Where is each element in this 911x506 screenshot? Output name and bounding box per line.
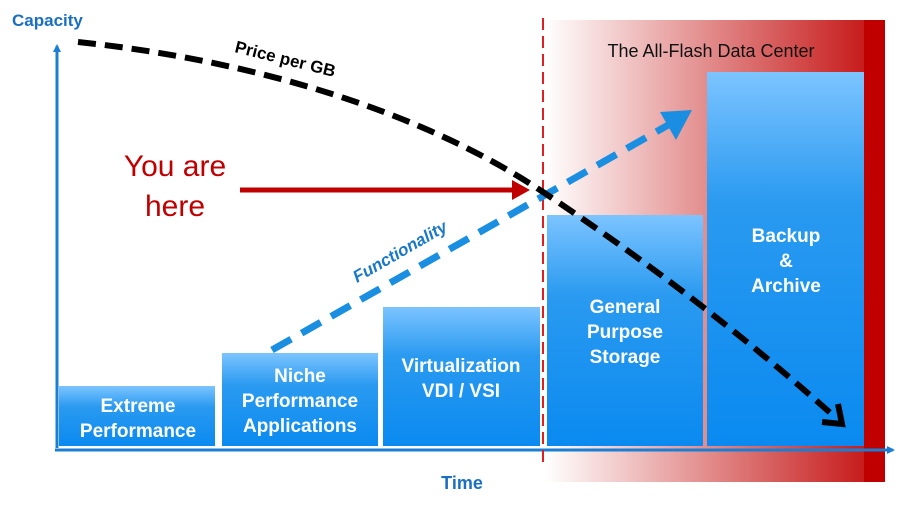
bar-label: Extreme: [101, 396, 176, 417]
bar-label: &: [779, 251, 793, 272]
price-arrowhead: [821, 403, 846, 428]
bar-backup-archive: [707, 72, 864, 446]
x-axis-label: Time: [441, 473, 483, 493]
zone-title: The All-Flash Data Center: [607, 41, 814, 61]
bar-label: Backup: [752, 226, 821, 247]
price-per-gb-label: Price per GB: [233, 37, 338, 80]
y-axis-label: Capacity: [12, 11, 83, 30]
bar-label: Virtualization: [402, 356, 521, 377]
you-are-here-text: You are: [124, 150, 226, 183]
bar-label: Applications: [243, 416, 357, 437]
bar-label: Purpose: [587, 322, 663, 343]
functionality-line: [270, 120, 672, 354]
bar-label: Archive: [751, 276, 821, 297]
all-flash-zone-edge: [864, 20, 885, 482]
bar-extreme-performance: [59, 386, 215, 446]
bar-general-purpose: [547, 215, 703, 446]
bar-label: Storage: [590, 347, 661, 368]
bar-label: Performance: [80, 421, 196, 442]
bars: Extreme Performance Niche Performance Ap…: [59, 72, 864, 446]
bar-virtualization: [383, 307, 540, 446]
functionality-arrowhead: [660, 110, 692, 140]
bar-niche-performance: [222, 353, 378, 446]
bar-label: Performance: [242, 391, 358, 412]
bar-label: Niche: [274, 366, 326, 387]
bar-label: General: [590, 297, 661, 318]
you-are-here-arrowhead: [512, 180, 530, 200]
you-are-here-text: here: [145, 190, 205, 223]
bar-label: VDI / VSI: [422, 381, 500, 402]
